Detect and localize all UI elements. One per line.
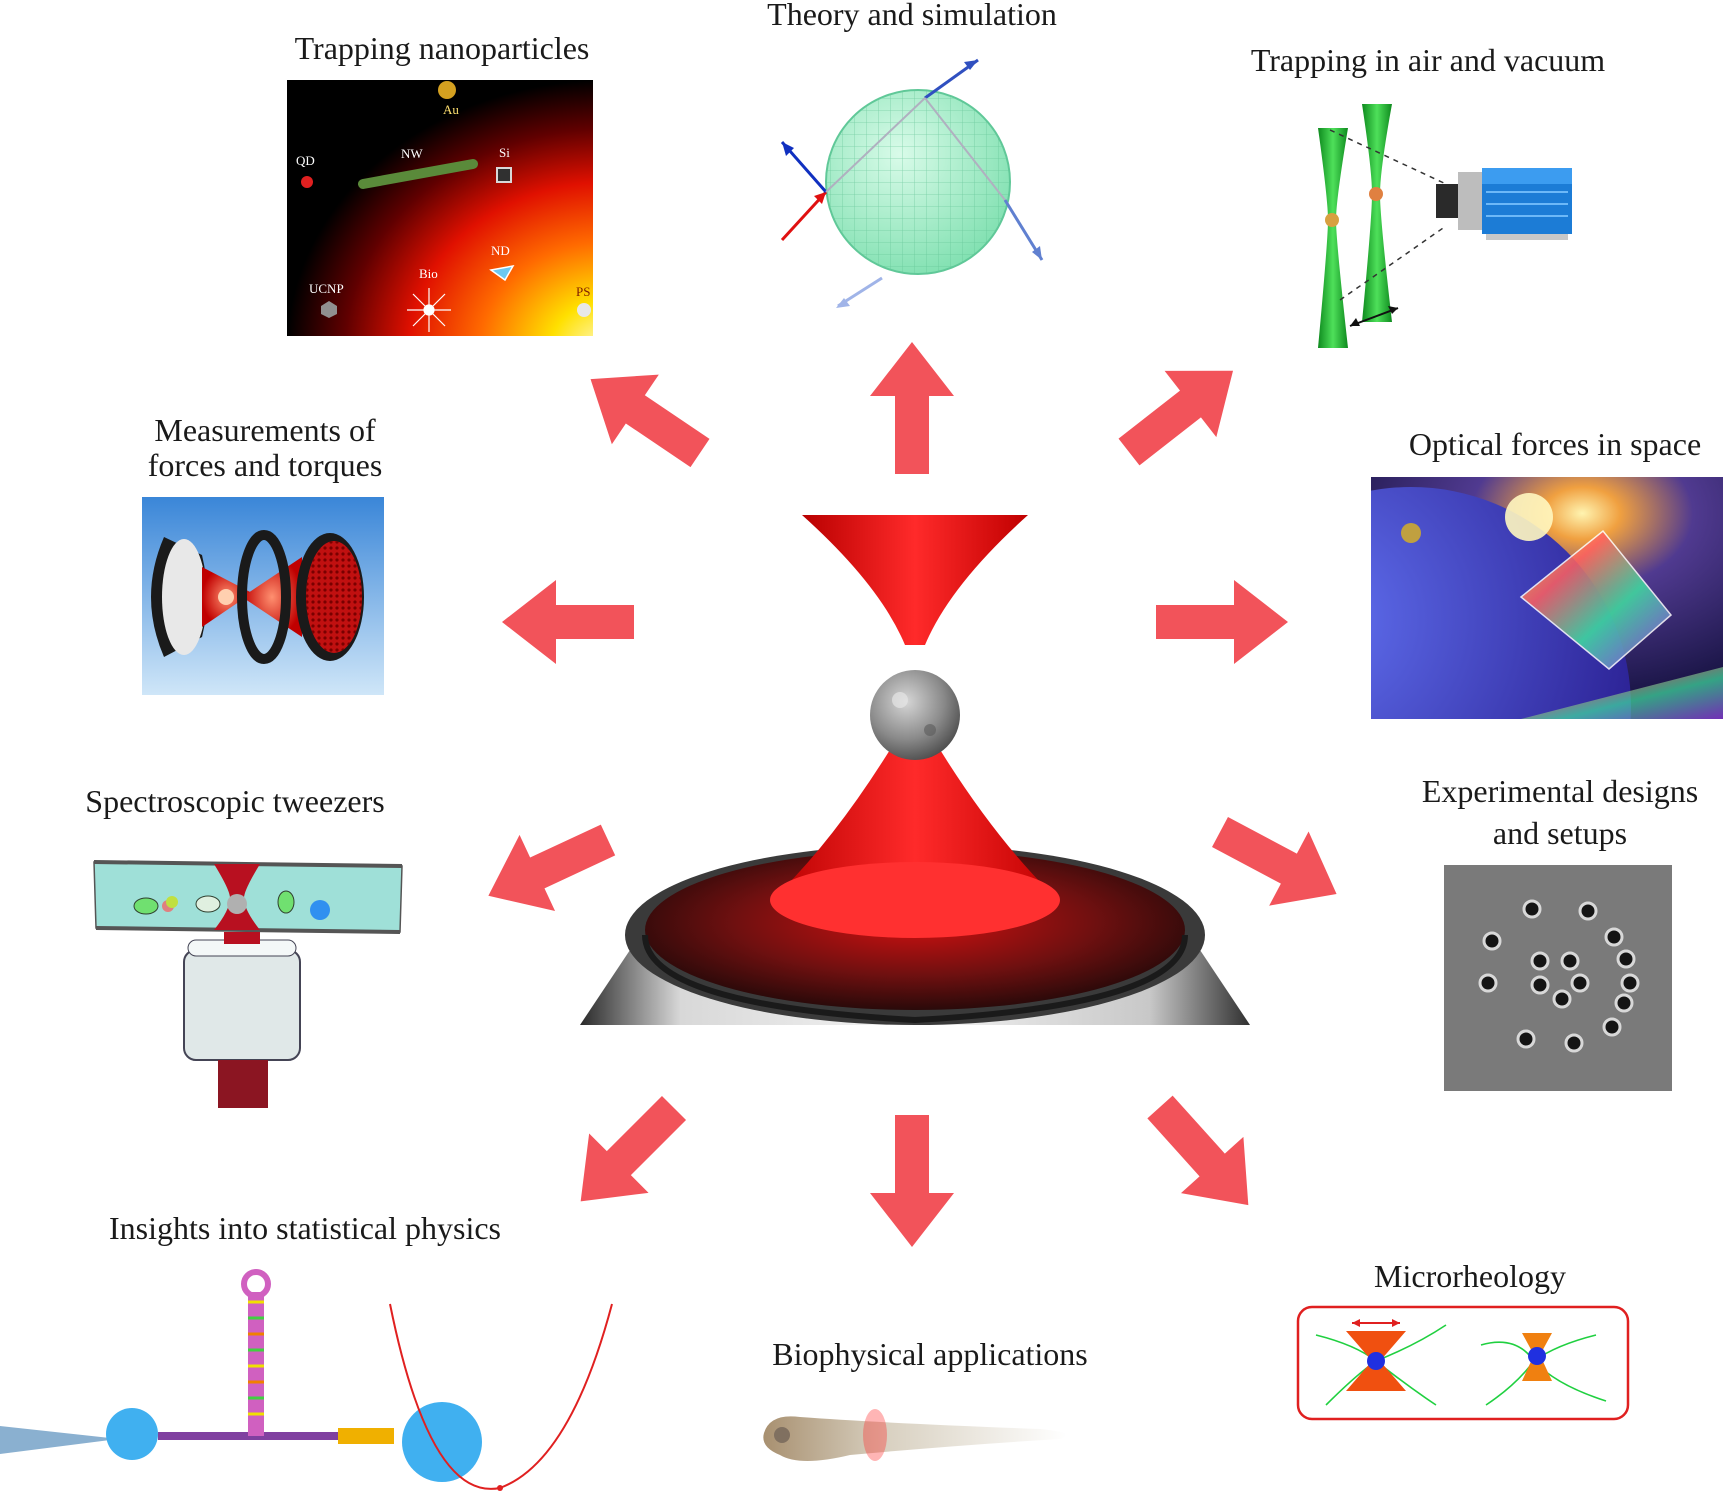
label-biophysical-applications: Biophysical applications [772,1336,1088,1372]
bio-particle-icon [407,288,451,332]
zebrafish-embryo-icon [763,1416,1067,1461]
label-nd: ND [491,243,510,258]
silicon-cube-icon [496,167,512,183]
bead-right-icon [402,1402,482,1482]
camera-icon [1436,168,1572,240]
arrow-up [870,342,954,474]
nanoparticles-heatmap-panel: Au QD NW Si ND UCNP Bio PS [287,80,593,336]
label-microrheology: Microrheology [1374,1258,1566,1294]
arrow-down-right-lower [1128,1078,1280,1234]
label-experimental-line2: and setups [1492,815,1628,851]
experimental-microscopy-panel [1444,865,1672,1091]
label-bio: Bio [419,266,438,281]
nanowire-icon [358,159,478,189]
green-beam-right [1362,104,1392,322]
label-optical-forces-space: Optical forces in space [1408,426,1702,462]
theory-simulation-panel [780,58,1044,308]
label-si: Si [499,145,510,160]
solar-sail-icon [1519,529,1673,670]
statistical-physics-panel [0,1269,613,1491]
label-ps: PS [576,284,590,299]
biophysical-panel [763,1409,1067,1461]
arrow-down [870,1115,954,1247]
label-forces-torques-line2: forces and torques [147,447,383,483]
label-forces-torques-line1: Measurements of [154,412,376,448]
label-theory-simulation: Theory and simulation [767,0,1057,32]
label-statistical-physics: Insights into statistical physics [109,1210,501,1246]
green-beam-left [1318,128,1348,348]
diamond-icon [489,264,515,282]
arrow-down-left [550,1078,704,1232]
center-optical-tweezers [580,515,1250,1025]
label-au: Au [443,102,459,117]
label-ucnp: UCNP [309,281,344,296]
quantum-dot-icon [301,176,313,188]
bead-left-icon [106,1408,158,1460]
arrow-up-left [567,344,724,488]
label-trapping-nanoparticles: Trapping nanoparticles [294,30,590,66]
label-qd: QD [296,153,315,168]
label-nw: NW [401,146,423,161]
label-spectroscopic-tweezers: Spectroscopic tweezers [85,783,385,819]
label-experimental-line1: Experimental designs [1421,773,1699,809]
label-trapping-air-vacuum: Trapping in air and vacuum [1250,42,1606,78]
ucnp-icon [321,301,337,318]
arrow-up-right [1103,337,1259,486]
space-solar-sail-panel [1371,477,1723,719]
spectroscopic-panel [93,860,403,1108]
microrheology-panel [1296,1305,1630,1421]
air-vacuum-panel [1318,104,1572,348]
polystyrene-bead-icon [577,303,591,317]
gold-particle-icon [438,81,456,99]
forces-torques-panel [142,497,384,695]
